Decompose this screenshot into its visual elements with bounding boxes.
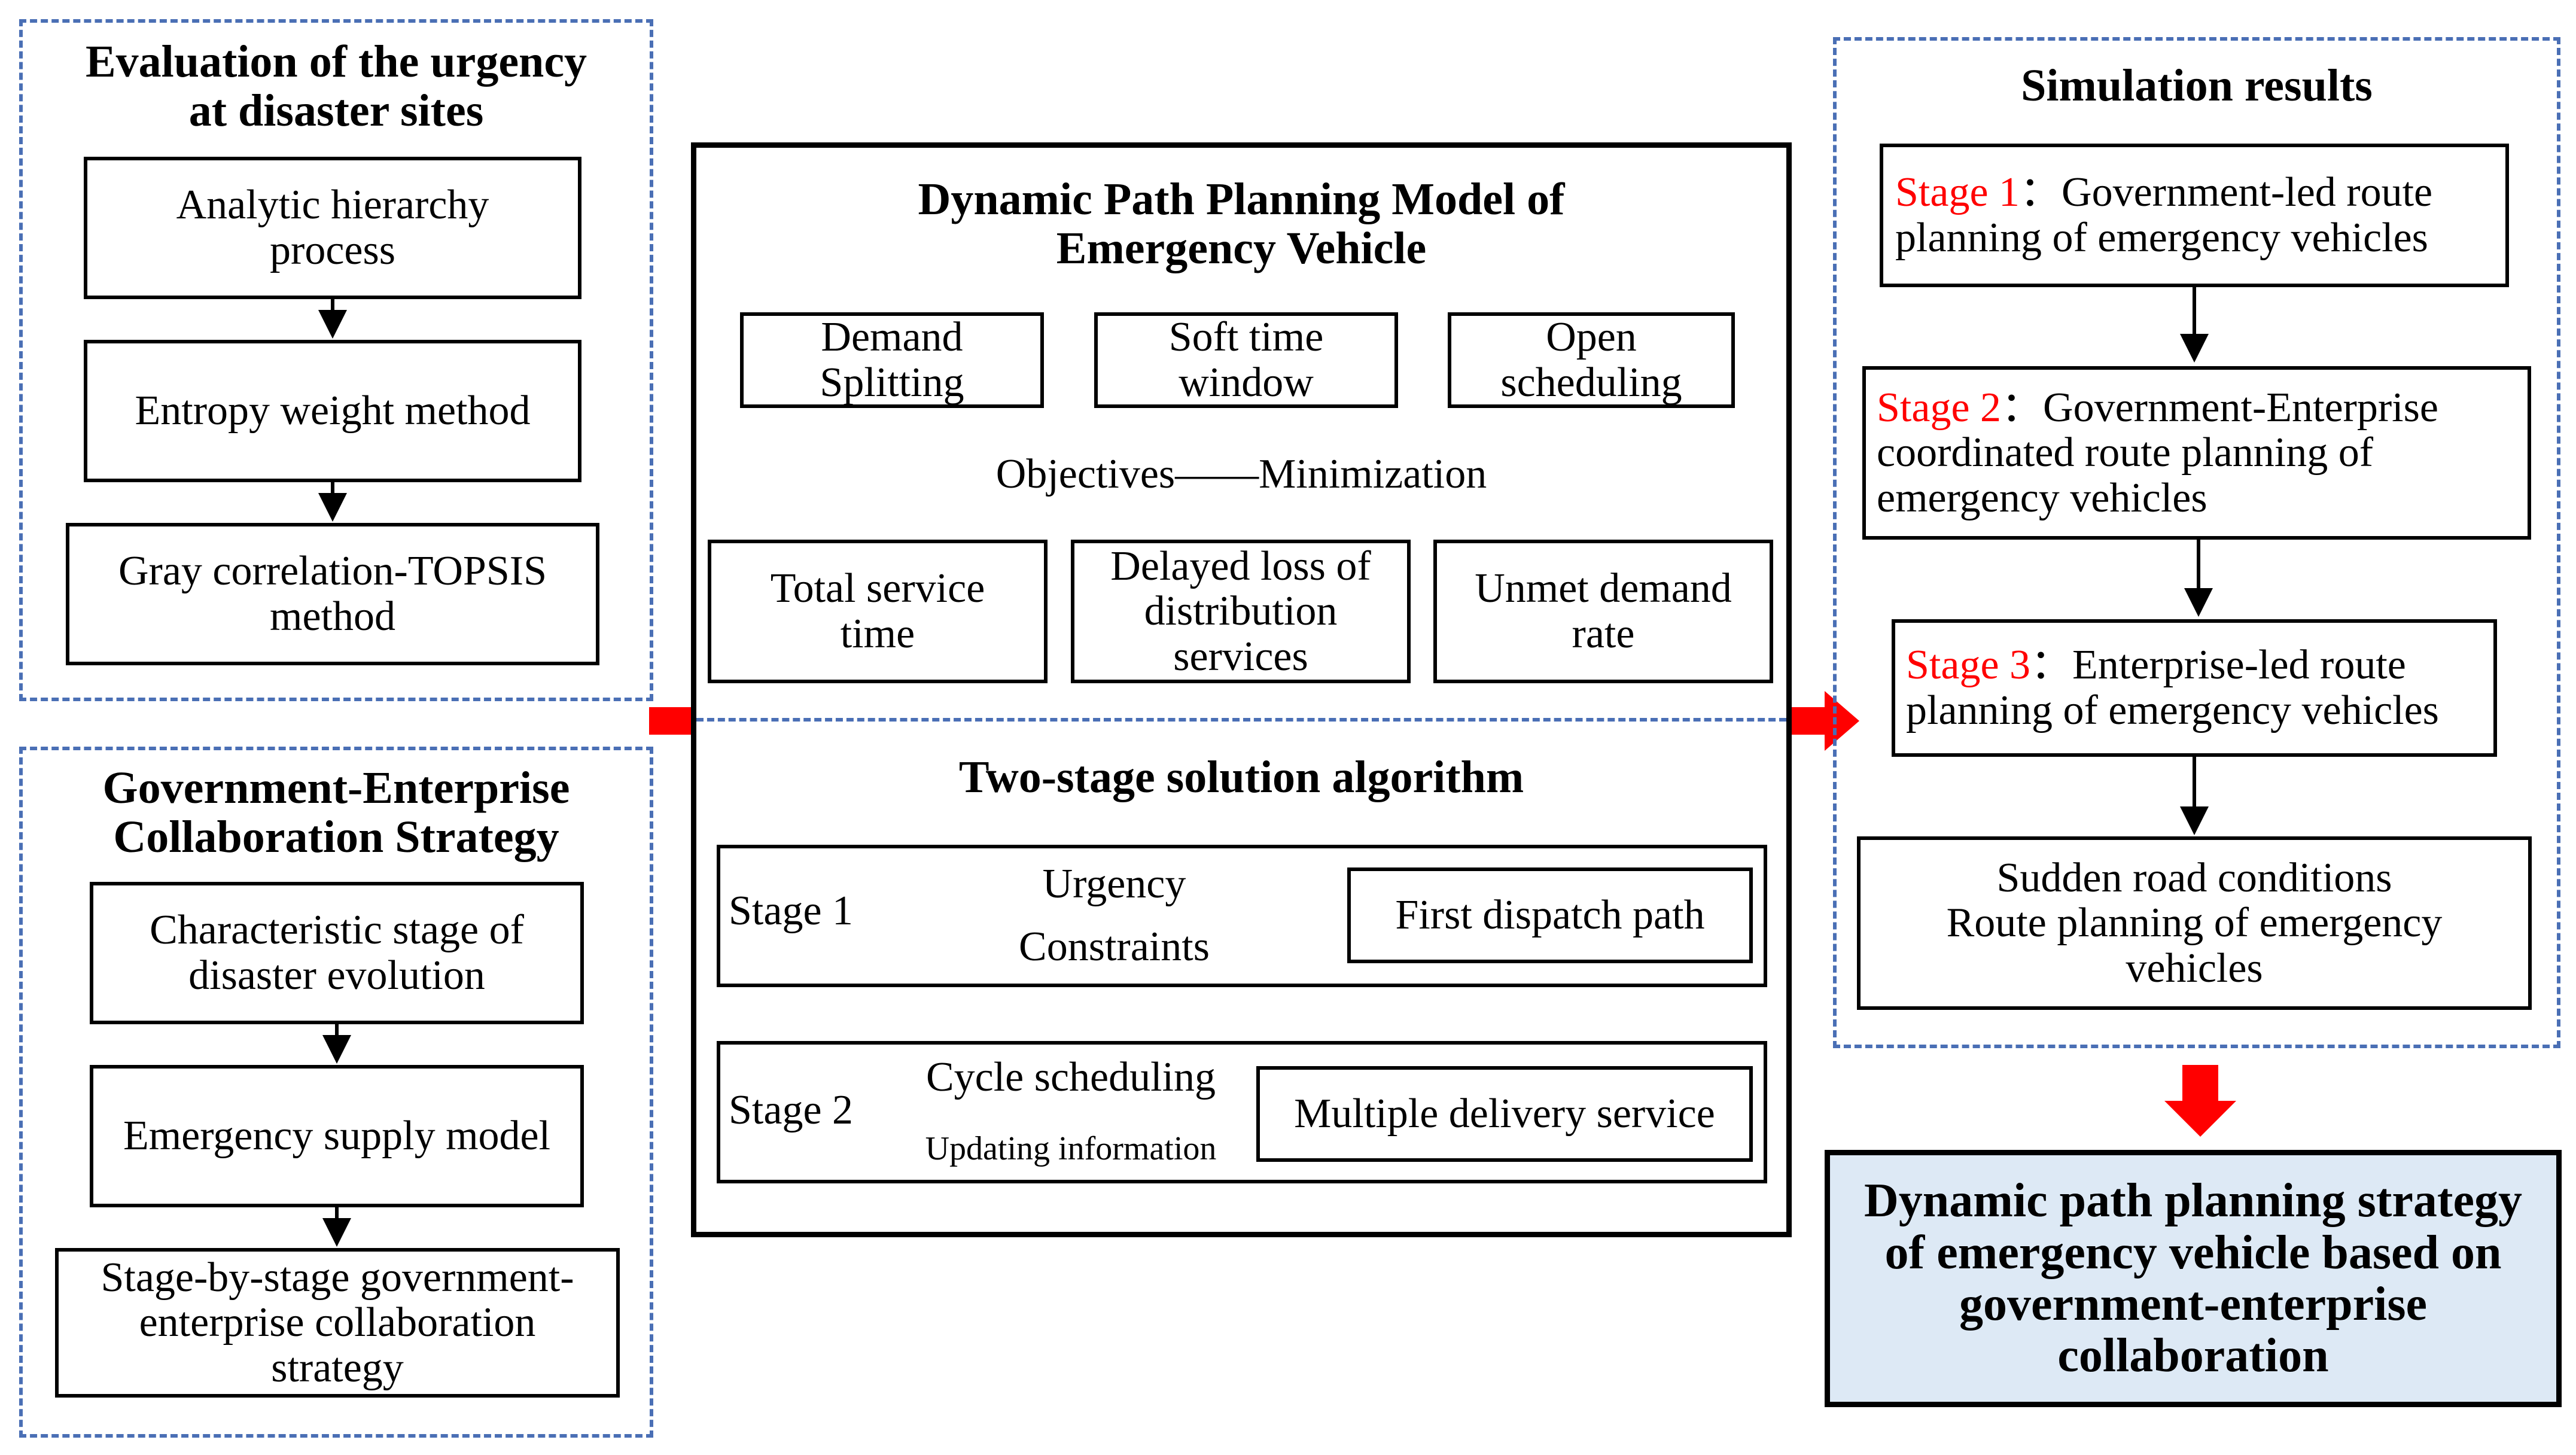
collaboration-panel-title: Government-Enterprise Collaboration Stra…: [102, 763, 570, 863]
urgency-panel-title: Evaluation of the urgency at disaster si…: [85, 36, 587, 136]
stage2-label: Stage 2: [729, 1087, 854, 1133]
result-stage2-box: Stage 2：Government-Enterprise coordinate…: [1862, 366, 2531, 540]
simulation-results-panel: [1833, 37, 2560, 1048]
multiple-delivery-service-box: Multiple delivery service: [1256, 1066, 1753, 1162]
result-stage1-box: Stage 1：Government-led route planning of…: [1880, 144, 2509, 287]
red-arrow-down-to-final: [2164, 1065, 2236, 1137]
algorithm-title: Two-stage solution algorithm: [958, 752, 1524, 802]
stage2-arrow-above: Cycle scheduling: [925, 1054, 1216, 1100]
objectives-label: Objectives——Minimization: [995, 451, 1487, 497]
emergency-supply-model-box: Emergency supply model: [90, 1065, 584, 1207]
first-dispatch-path-box: First dispatch path: [1347, 867, 1753, 963]
red-arrow-center-to-right: [1780, 691, 1859, 751]
result-stage3-box: Stage 3：Enterprise-led route planning of…: [1892, 619, 2497, 757]
method-entropy-box: Entropy weight method: [84, 340, 581, 482]
stage1-arrow-above: Urgency: [1042, 861, 1186, 907]
sudden-road-conditions-box: Sudden road conditions Route planning of…: [1857, 836, 2532, 1010]
final-strategy-box: Dynamic path planning strategy of emerge…: [1825, 1150, 2562, 1407]
stage1-arrow-below: Constraints: [1019, 924, 1210, 970]
stage1-label: Stage 1: [729, 888, 854, 934]
model-divider: [696, 718, 1786, 722]
urgency-evaluation-panel: [19, 19, 653, 701]
collaboration-strategy-panel: [19, 747, 653, 1438]
results-title: Simulation results: [2021, 60, 2373, 111]
stage-by-stage-strategy-box: Stage-by-stage government-enterprise col…: [55, 1248, 620, 1398]
stage2-arrow-below: Updating information: [925, 1130, 1217, 1167]
model-title: Dynamic Path Planning Model of Emergency…: [918, 174, 1565, 274]
